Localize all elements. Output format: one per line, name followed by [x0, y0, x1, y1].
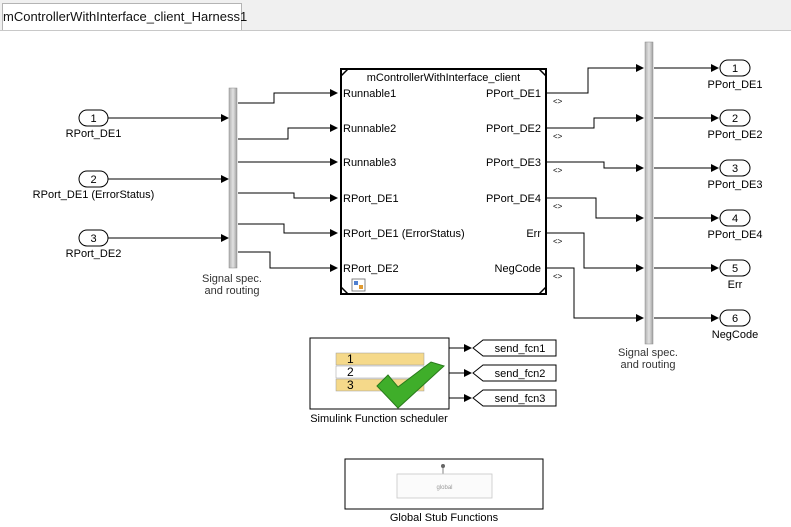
block-input-label: RPort_DE1 — [343, 193, 399, 205]
outport-label: NegCode — [712, 329, 758, 341]
block-title: mControllerWithInterface_client — [367, 72, 520, 84]
tab-model-harness[interactable]: mControllerWithInterface_client_Harness1 — [2, 3, 247, 30]
block-output-label: NegCode — [495, 263, 541, 275]
signal-line[interactable] — [546, 114, 644, 129]
outport-label: PPort_DE3 — [707, 179, 762, 191]
bus-label: Signal spec. — [202, 273, 262, 285]
block-output-label: PPort_DE4 — [486, 193, 541, 205]
block-input-label: Runnable3 — [343, 157, 396, 169]
block-input-label: Runnable1 — [343, 88, 396, 100]
bus-label: Signal spec. — [618, 347, 678, 359]
signal-marker: <> — [553, 166, 563, 175]
outport-number: 6 — [732, 313, 738, 325]
bus-bar — [228, 87, 238, 269]
schedule-row-index: 1 — [347, 352, 354, 366]
block-input-label: Runnable2 — [343, 123, 396, 135]
block-output-label: PPort_DE3 — [486, 157, 541, 169]
schedule-row-index: 3 — [347, 378, 354, 392]
signal-marker: <> — [553, 97, 563, 106]
block-label: Global Stub Functions — [390, 512, 499, 524]
block-label: Simulink Function scheduler — [310, 413, 448, 425]
outport-3[interactable]: 3 PPort_DE3 — [707, 159, 763, 191]
output-markers: <> <> <> <> <> <> — [553, 97, 563, 281]
signal-line[interactable] — [238, 251, 338, 272]
inner-function-block — [396, 473, 493, 499]
outport-2[interactable]: 2 PPort_DE2 — [707, 109, 763, 141]
inport-1[interactable]: 1 RPort_DE1 — [66, 109, 122, 140]
right-signal-spec-bus[interactable]: Signal spec. and routing — [618, 41, 678, 371]
signal-line[interactable] — [238, 124, 338, 140]
block-corner-marks — [340, 68, 547, 295]
block-body — [340, 68, 547, 295]
signal-line[interactable] — [238, 223, 338, 237]
signal-line[interactable] — [546, 197, 644, 222]
outport-number: 1 — [732, 63, 738, 75]
function-scheduler-block[interactable]: 1 2 3 Simulink Function scheduler — [309, 337, 450, 425]
global-stub-functions-block[interactable]: global Global Stub Functions — [344, 458, 544, 524]
signal-marker: <> — [553, 132, 563, 141]
outport-label: PPort_DE4 — [707, 229, 762, 241]
inport-3[interactable]: 3 RPort_DE2 — [66, 229, 122, 260]
inport-number: 2 — [90, 174, 96, 186]
signal-line[interactable] — [238, 192, 338, 202]
signal-line[interactable] — [238, 89, 338, 104]
goto-label: send_fcn3 — [495, 393, 546, 405]
bus-label: and routing — [204, 285, 259, 297]
left-signal-spec-bus[interactable]: Signal spec. and routing — [202, 87, 262, 297]
inport-label: RPort_DE1 — [66, 128, 122, 140]
outport-5[interactable]: 5 Err — [719, 259, 751, 291]
inport-label: RPort_DE2 — [66, 248, 122, 260]
block-output-label: PPort_DE2 — [486, 123, 541, 135]
goto-send-fcn2[interactable]: send_fcn2 — [472, 364, 557, 382]
inport-shape — [78, 109, 109, 127]
inport-label: RPort_DE1 (ErrorStatus) — [33, 189, 155, 201]
tab-bar: mControllerWithInterface_client_Harness1 — [0, 0, 791, 31]
outport-1[interactable]: 1 PPort_DE1 — [707, 59, 763, 91]
goto-label: send_fcn1 — [495, 343, 546, 355]
outport-4[interactable]: 4 PPort_DE4 — [707, 209, 763, 241]
signal-marker: <> — [553, 202, 563, 211]
outport-number: 4 — [732, 213, 738, 225]
bus-bar — [644, 41, 654, 345]
schedule-row-index: 2 — [347, 365, 354, 379]
outport-6[interactable]: 6 NegCode — [712, 309, 758, 341]
outport-number: 5 — [732, 263, 738, 275]
inport-number: 3 — [90, 233, 96, 245]
outport-number: 3 — [732, 163, 738, 175]
bus-label: and routing — [620, 359, 675, 371]
signal-line[interactable] — [546, 161, 644, 172]
signal-lines — [108, 64, 719, 402]
inport-shape — [78, 229, 109, 247]
goto-label: send_fcn2 — [495, 368, 546, 380]
main-subsystem-block[interactable]: mControllerWithInterface_client Runnable… — [340, 68, 547, 295]
signal-line[interactable] — [546, 64, 644, 94]
trigger-port-icon — [441, 464, 445, 468]
signal-marker: <> — [553, 237, 563, 246]
signal-line[interactable] — [546, 232, 644, 272]
inner-block-label: global — [436, 485, 452, 491]
block-input-label: RPort_DE2 — [343, 263, 399, 275]
block-output-label: PPort_DE1 — [486, 88, 541, 100]
outport-label: PPort_DE1 — [707, 79, 762, 91]
outport-label: Err — [728, 279, 743, 291]
signal-marker: <> — [553, 272, 563, 281]
inport-2[interactable]: 2 RPort_DE1 (ErrorStatus) — [33, 170, 155, 201]
checkmark-icon — [376, 361, 445, 409]
goto-send-fcn3[interactable]: send_fcn3 — [472, 389, 557, 407]
signal-line[interactable] — [546, 267, 644, 322]
model-reference-icon[interactable] — [351, 278, 366, 292]
inport-shape — [78, 170, 109, 188]
outport-label: PPort_DE2 — [707, 129, 762, 141]
block-input-label: RPort_DE1 (ErrorStatus) — [343, 228, 465, 240]
block-output-label: Err — [526, 228, 541, 240]
inport-number: 1 — [90, 113, 96, 125]
outport-number: 2 — [732, 113, 738, 125]
goto-send-fcn1[interactable]: send_fcn1 — [472, 339, 557, 357]
